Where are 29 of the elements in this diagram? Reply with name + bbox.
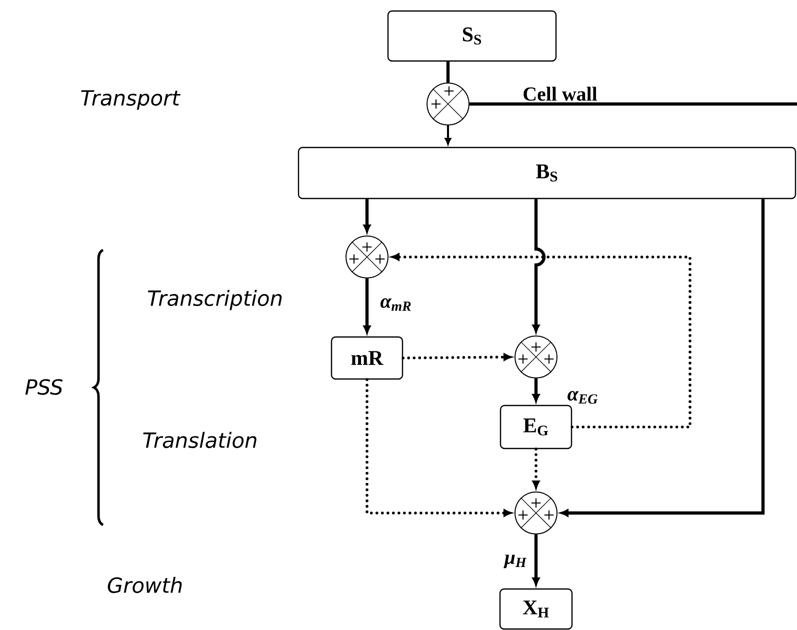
edge-label: α$_{mR}$: [380, 298, 411, 311]
box: X$_{H}$: [499, 588, 573, 630]
edge-label: μ$_{H}$: [504, 554, 527, 568]
arrow: [366, 378, 512, 517]
sum-junction: + + +: [514, 335, 558, 378]
arrow: [560, 199, 765, 517]
box: E$_{G}$: [500, 404, 572, 450]
sum-junction: + + +: [514, 491, 558, 534]
arrow: [363, 199, 371, 232]
arrow: [532, 534, 540, 586]
box: mR: [330, 336, 404, 380]
stage-label: Translation: [143, 432, 256, 448]
arrow: [532, 199, 546, 332]
stage-label: Growth: [108, 576, 182, 594]
stage-label: Transcription: [148, 290, 282, 310]
edge-label: Cell wall: [524, 86, 598, 101]
sum-junction: + +: [426, 82, 470, 126]
arrow: [532, 378, 540, 402]
sum-junction: + + +: [346, 235, 388, 278]
box: B$_{S}$: [298, 146, 796, 200]
arrow: [402, 353, 512, 361]
edge-label: α$_{EG}$: [568, 391, 598, 404]
stage-label: Transport: [81, 90, 180, 110]
arrow: [363, 278, 371, 334]
box: S$_{S}$: [387, 10, 557, 62]
arrow: [392, 253, 692, 428]
stage-label: PSS: [25, 379, 63, 395]
arrow: [444, 125, 452, 145]
arrow: [532, 448, 540, 488]
